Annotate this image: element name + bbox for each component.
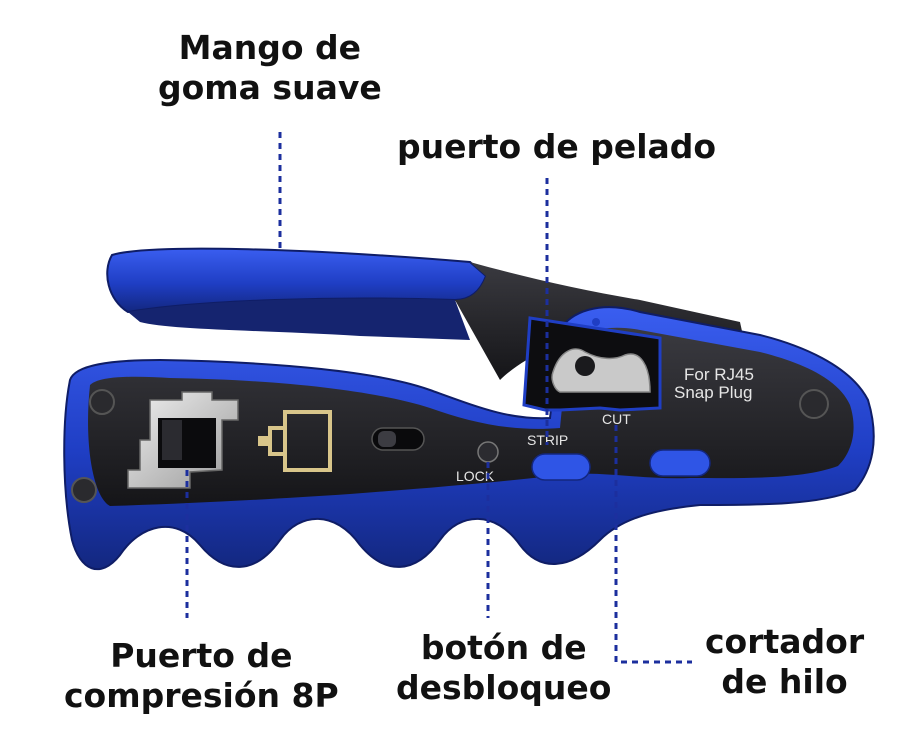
leader-line-cutter bbox=[614, 425, 692, 664]
rj45-plug-icon bbox=[258, 410, 332, 472]
label-line: cortador bbox=[705, 622, 865, 661]
label-strip-port: puerto de pelado bbox=[397, 127, 716, 167]
crimp-port-8p bbox=[127, 391, 239, 489]
label-line: Puerto de bbox=[110, 636, 293, 675]
label-release-button: botón de desbloqueo bbox=[396, 628, 611, 708]
label-line: compresión 8P bbox=[64, 676, 339, 715]
tool-strip-text: STRIP bbox=[527, 432, 568, 448]
label-crimp-port: Puerto de compresión 8P bbox=[64, 636, 339, 716]
tool-lock-text: LOCK bbox=[456, 468, 495, 484]
lock-slider bbox=[371, 427, 425, 451]
label-line: botón de bbox=[420, 628, 587, 667]
label-line: Mango de bbox=[178, 28, 362, 67]
label-line: puerto de pelado bbox=[397, 127, 717, 166]
label-line: desbloqueo bbox=[396, 668, 612, 707]
tool-brand-line2: Snap Plug bbox=[674, 383, 752, 402]
release-button bbox=[477, 441, 499, 463]
cut-pad bbox=[649, 449, 711, 477]
tool-cut-text: CUT bbox=[602, 411, 631, 427]
screw-icon bbox=[71, 318, 829, 503]
label-line: de hilo bbox=[721, 662, 848, 701]
strip-pad bbox=[531, 453, 591, 481]
label-wire-cutter: cortador de hilo bbox=[705, 622, 864, 702]
label-soft-rubber-handle: Mango de goma suave bbox=[158, 28, 382, 108]
tool-brand-line1: For RJ45 bbox=[684, 365, 754, 384]
blade-window bbox=[522, 316, 662, 412]
label-line: goma suave bbox=[158, 68, 382, 107]
